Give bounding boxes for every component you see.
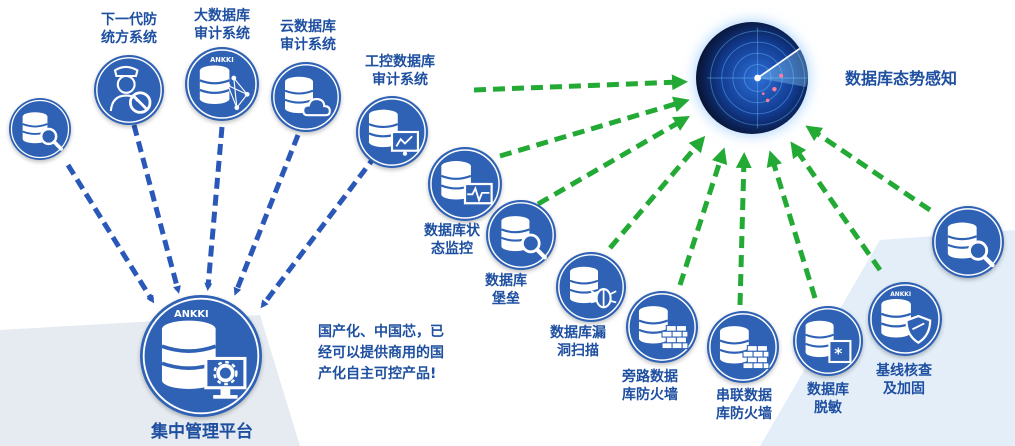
right-node-1-label: 数据库状态监控 <box>424 223 480 257</box>
situational-awareness-radar[interactable] <box>696 22 808 134</box>
right-node-4-label: 旁路数据库防火墙 <box>622 369 678 403</box>
database-control-icon <box>358 98 426 166</box>
svg-text:*: * <box>834 345 842 363</box>
arrow-green-6 <box>735 152 752 306</box>
database-shield-icon: ANKKI <box>870 284 940 354</box>
arrow-green-2 <box>499 96 690 159</box>
brand-tag: ANKKI <box>890 292 911 298</box>
note-text: 国产化、中国芯，已经可以提供商用的国产化自主可控产品! <box>318 324 444 382</box>
radar-icon <box>707 27 808 129</box>
database-monitor-icon <box>430 149 500 219</box>
database-cloud-icon <box>273 64 339 130</box>
right-node-7[interactable]: ANKKI <box>868 282 942 356</box>
top-node-2-label: 下一代防统方系统 <box>101 12 157 46</box>
arrow-green-9 <box>805 125 932 213</box>
platform-label: 集中管理平台 <box>151 422 253 442</box>
arrow-blue-5 <box>260 153 378 309</box>
database-search-icon <box>488 202 554 268</box>
right-node-7-label: 基线核查及加固 <box>876 363 932 397</box>
right-node-8[interactable] <box>932 206 1004 278</box>
database-firewall-icon <box>709 313 777 381</box>
right-node-2-label: 数据库堡垒 <box>485 273 527 307</box>
database-monitor-gear-icon: ANKKI <box>142 297 260 415</box>
arrow-green-5 <box>677 147 728 286</box>
arrow-green-7 <box>766 150 818 299</box>
database-search-icon <box>10 99 70 159</box>
arrow-blue-2 <box>131 124 181 294</box>
brand-tag: ANKKI <box>174 309 208 320</box>
top-node-2[interactable] <box>94 55 164 125</box>
arrow-blue-1 <box>65 163 155 304</box>
right-node-5-label: 串联数据库防火墙 <box>716 388 772 422</box>
top-node-4-label: 云数据库审计系统 <box>280 19 336 53</box>
right-node-2[interactable] <box>486 200 556 270</box>
database-firewall-icon <box>628 293 696 361</box>
top-node-3[interactable]: ANKKI <box>185 47 259 121</box>
right-node-4[interactable] <box>626 291 698 363</box>
right-node-3[interactable] <box>556 252 626 322</box>
right-node-6[interactable]: * <box>793 306 863 376</box>
arrow-blue-3 <box>204 126 225 291</box>
doctor-forbidden-icon <box>96 57 162 123</box>
database-mask-icon: * <box>795 308 861 374</box>
top-node-1[interactable] <box>9 98 71 160</box>
database-bug-icon <box>558 254 624 320</box>
brand-tag: ANKKI <box>210 56 234 64</box>
right-node-1[interactable] <box>428 147 502 221</box>
arrow-green-3 <box>536 115 690 207</box>
arrow-green-8 <box>790 141 883 272</box>
right-node-3-label: 数据库漏洞扫描 <box>550 325 606 359</box>
arrow-green-1 <box>473 74 688 93</box>
central-platform[interactable]: ANKKI <box>140 295 262 417</box>
awareness-label: 数据库态势感知 <box>844 69 957 88</box>
arrow-green-4 <box>608 135 706 250</box>
top-node-3-label: 大数据库审计系统 <box>194 8 250 42</box>
arrow-blue-4 <box>233 134 301 296</box>
top-node-5-label: 工控数据库审计系统 <box>365 54 435 88</box>
right-node-5[interactable] <box>707 311 779 383</box>
database-search-icon <box>934 208 1002 276</box>
right-node-6-label: 数据库脱敏 <box>807 382 849 416</box>
database-network-icon: ANKKI <box>187 49 257 119</box>
top-node-5[interactable] <box>356 96 428 168</box>
top-node-4[interactable] <box>271 62 341 132</box>
